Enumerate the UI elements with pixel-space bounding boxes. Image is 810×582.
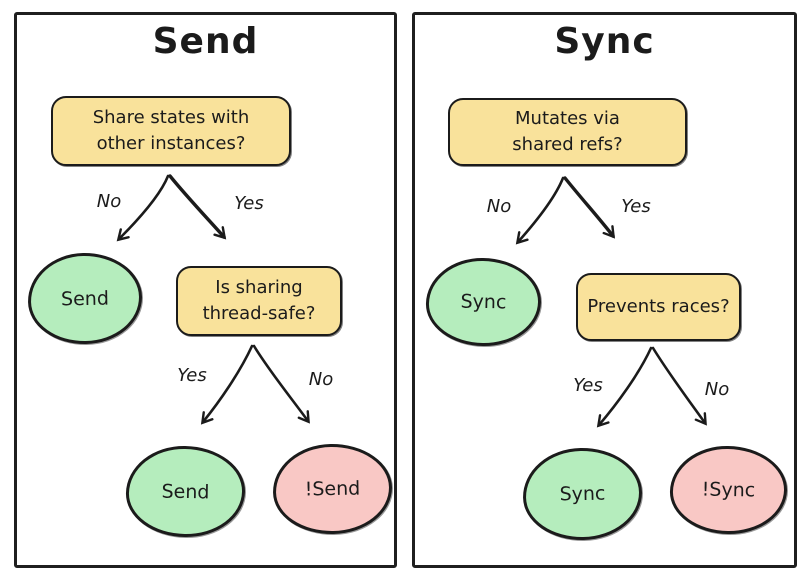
result-label: Sync (460, 290, 507, 314)
question-line: other instances? (96, 133, 246, 154)
edge-label-root-yes: Yes (234, 193, 263, 214)
panel-sync-title: Sync (554, 21, 655, 62)
panel-sync-edges: No Yes Yes No (487, 176, 729, 428)
panel-send-edges: No Yes Yes No (97, 174, 333, 425)
edge-label-root-yes: Yes (621, 196, 650, 217)
arrow-root-yes (168, 174, 227, 240)
arrow-root-yes (563, 176, 616, 239)
panel-send-title: Send (152, 21, 259, 62)
arrow-second-yes (596, 346, 653, 428)
arrow-second-yes (200, 344, 254, 425)
question-mutates-refs: Mutates via shared refs? (448, 98, 687, 166)
arrow-second-no (252, 344, 310, 424)
result-label: Send (161, 480, 210, 503)
result-label: Send (60, 287, 110, 310)
edge-label-second-no: No (705, 379, 729, 400)
question-line: Mutates via (515, 107, 620, 129)
panel-sync: Sync No Yes Yes No Mutates via shared re… (412, 12, 797, 568)
result-label: !Sync (701, 478, 756, 502)
question-thread-safe: Is sharing thread-safe? (176, 266, 342, 336)
edge-label-second-yes: Yes (177, 365, 206, 386)
arrow-root-no (116, 174, 170, 242)
result-label: Sync (559, 482, 606, 506)
question-line: Share states with (92, 106, 250, 128)
arrow-root-no (515, 176, 565, 245)
edge-label-root-no: No (97, 191, 121, 212)
question-line: shared refs? (512, 134, 623, 155)
panel-send: Send No Yes Yes No Share states with oth… (14, 12, 397, 568)
result-label: !Send (304, 477, 361, 501)
question-prevents-races: Prevents races? (576, 273, 741, 341)
edge-label-second-no: No (309, 369, 333, 390)
arrow-second-no (651, 346, 707, 426)
question-line: thread-safe? (202, 303, 316, 324)
edge-label-second-yes: Yes (573, 375, 602, 396)
question-line: Is sharing (215, 276, 303, 298)
question-line: Prevents races? (587, 295, 730, 317)
edge-label-root-no: No (487, 196, 511, 217)
question-share-states: Share states with other instances? (51, 96, 291, 166)
